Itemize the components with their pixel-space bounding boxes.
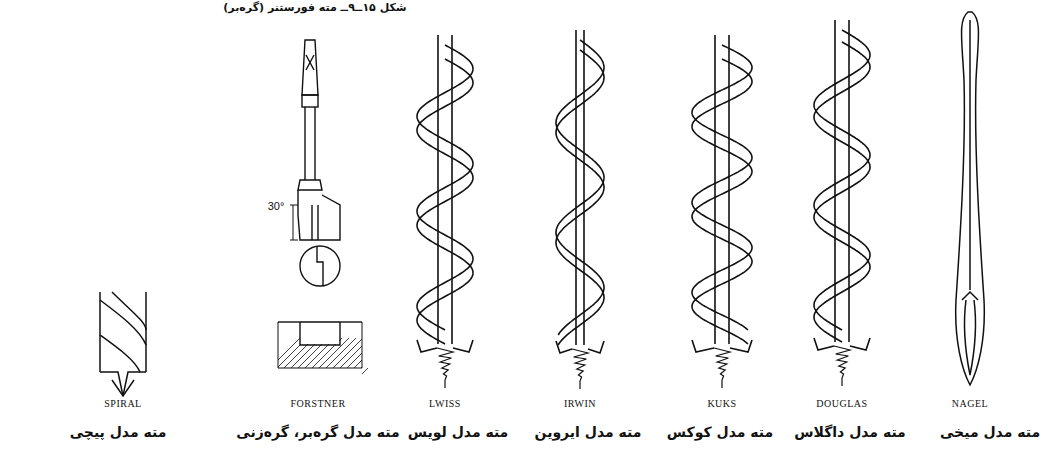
hatch-line xyxy=(354,360,362,368)
lead-screw xyxy=(714,348,730,388)
auger-core xyxy=(848,20,850,342)
spiral-drill xyxy=(100,292,146,396)
persian-label: مته مدل گره‌بر، گره‌زنی xyxy=(236,424,399,440)
model-name: IRWIN xyxy=(564,398,596,409)
model-name: FORSTNER xyxy=(290,398,345,409)
auger-bit xyxy=(692,35,752,388)
spur xyxy=(417,340,437,352)
auger-core xyxy=(583,30,585,345)
auger-core xyxy=(714,35,716,344)
spur xyxy=(556,341,572,353)
persian-label: مته مدل لویس xyxy=(408,424,509,440)
hatch-line xyxy=(347,353,362,368)
flute-edge xyxy=(556,50,604,345)
model-name: NAGEL xyxy=(952,398,988,409)
lead-screw xyxy=(437,348,453,388)
lead-screw xyxy=(834,346,850,386)
model-name: LWISS xyxy=(429,398,461,409)
auger-bits xyxy=(417,20,870,389)
auger-core xyxy=(437,35,439,344)
auger-core xyxy=(575,30,577,345)
auger-core xyxy=(834,20,836,342)
auger-bit xyxy=(417,35,473,388)
lead-screw xyxy=(572,349,588,389)
nagel-bit xyxy=(956,12,985,385)
persian-label: مته مدل پیچی xyxy=(70,424,167,440)
persian-label: مته مدل کوکس xyxy=(667,424,773,440)
hatch-lines xyxy=(278,323,368,374)
forstner-bit xyxy=(278,40,362,345)
figure-caption: شکل ۱۵ــ۹ــ مته فورستنر (گره‌بر) xyxy=(223,1,406,14)
wood-block-hatch xyxy=(278,322,362,368)
spur xyxy=(692,340,714,352)
flute-edge xyxy=(417,45,473,330)
persian-label: مته مدل داگلاس xyxy=(794,424,906,440)
flute-edge xyxy=(692,45,752,330)
hole xyxy=(301,323,339,344)
persian-label: مته مدل ایروین xyxy=(535,424,642,440)
hatch-line xyxy=(340,346,362,368)
flute-edge xyxy=(417,59,473,344)
hatch-line xyxy=(278,338,300,360)
model-name: DOUGLAS xyxy=(816,398,867,409)
persian-label: مته مدل میخی xyxy=(940,424,1040,440)
flute-edge xyxy=(556,40,604,335)
flute-edge xyxy=(692,59,752,344)
spur xyxy=(850,338,870,350)
spur xyxy=(730,340,752,352)
auger-bit xyxy=(556,30,604,389)
model-name: SPIRAL xyxy=(104,398,141,409)
auger-core xyxy=(451,35,453,344)
auger-core xyxy=(728,35,730,344)
model-name: KUKS xyxy=(707,398,736,409)
angle-dimension: 30° xyxy=(268,200,285,212)
auger-bit xyxy=(814,20,870,386)
hatch-line xyxy=(361,367,362,368)
flute-edge xyxy=(814,42,870,342)
spur xyxy=(453,340,473,352)
spur xyxy=(588,341,604,353)
spur xyxy=(814,338,834,350)
hatch-line xyxy=(362,368,368,374)
